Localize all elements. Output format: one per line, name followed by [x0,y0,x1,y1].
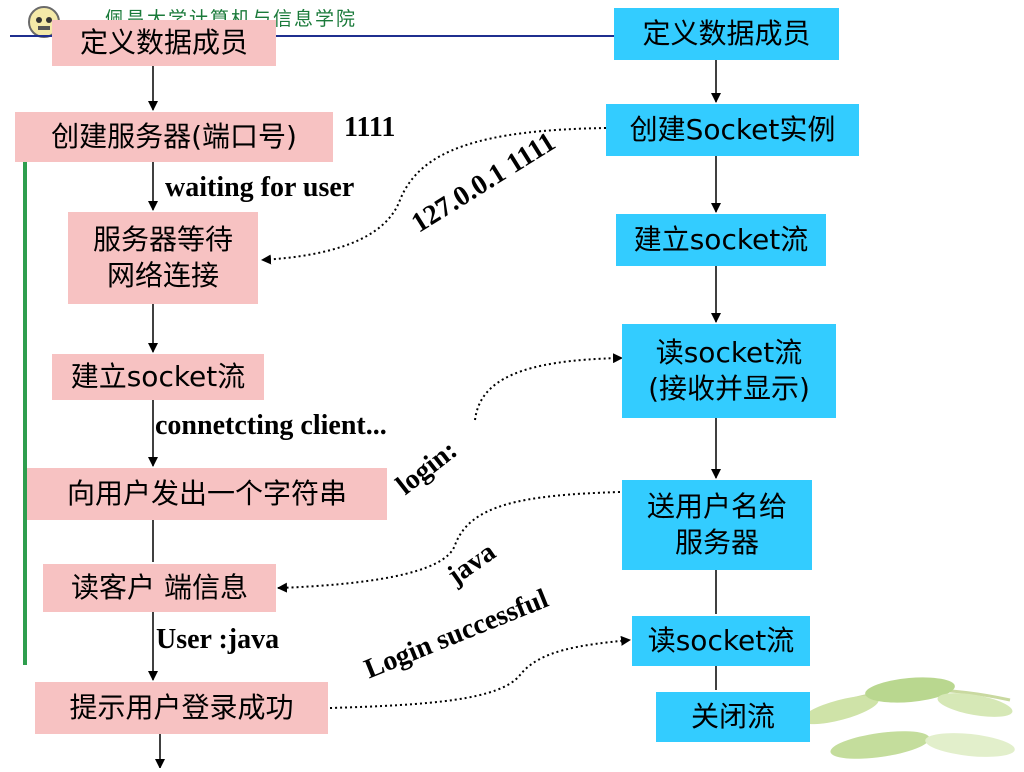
client-step7-text: 关闭流 [690,699,775,733]
client-send-username-box: 送用户名给 服务器 [622,480,812,570]
client-step5-line1: 送用户名给 [646,489,787,523]
connecting-label: connetcting client... [155,410,387,441]
server-define-members-box: 定义数据成员 [52,20,276,66]
server-step4-text: 建立socket流 [70,359,246,393]
client-read-socket-box: 读socket流 [632,616,810,666]
server-step3-line2: 网络连接 [106,259,219,292]
server-step2-text: 创建服务器(端口号) [51,119,297,153]
client-define-members-box: 定义数据成员 [614,8,839,60]
server-step5-text: 向用户发出一个字符串 [66,476,347,510]
client-close-stream-box: 关闭流 [656,692,810,742]
client-create-socket-box: 创建Socket实例 [606,104,859,156]
server-create-server-box: 创建服务器(端口号) [15,112,333,162]
client-step1-text: 定义数据成员 [642,16,811,50]
client-build-socket-box: 建立socket流 [616,214,826,266]
server-step3-line1: 服务器等待 [92,222,233,256]
server-step1-text: 定义数据成员 [79,25,248,59]
client-step6-text: 读socket流 [647,623,795,657]
user-java-label: User :java [156,624,280,655]
client-read-socket-display-box: 读socket流 (接收并显示) [622,324,836,418]
server-build-socket-box: 建立socket流 [52,354,264,400]
client-step3-text: 建立socket流 [633,222,809,256]
server-wait-connection-box: 服务器等待 网络连接 [68,212,258,304]
server-read-client-box: 读客户 端信息 [43,564,276,612]
waiting-label: waiting for user [165,172,355,203]
leaf-decoration [780,650,1024,768]
port-label: 1111 [344,112,396,143]
server-step7-text: 提示用户登录成功 [69,690,294,724]
server-send-string-box: 向用户发出一个字符串 [27,468,387,520]
client-step2-text: 创建Socket实例 [629,112,836,146]
client-step4-line1: 读socket流 [655,335,803,369]
client-step5-line2: 服务器 [674,526,759,559]
server-login-success-box: 提示用户登录成功 [35,682,328,734]
client-step4-line2: (接收并显示) [648,372,810,405]
server-step6-text: 读客户 端信息 [71,570,248,604]
